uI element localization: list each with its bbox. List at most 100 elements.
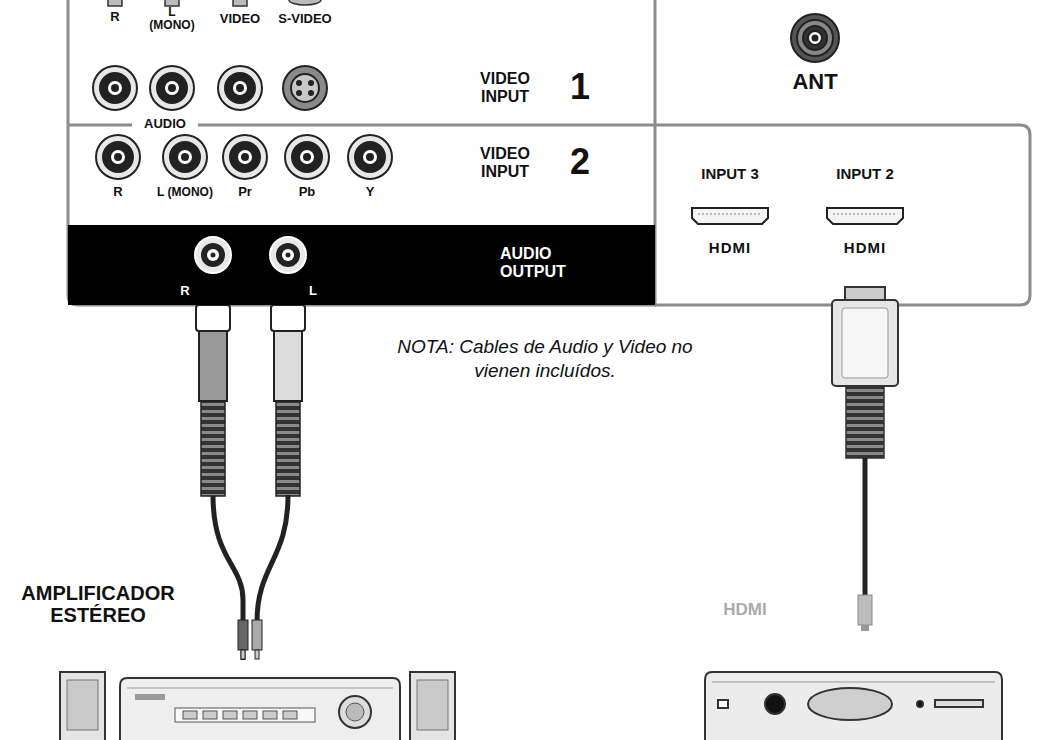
rca-plug [276, 401, 300, 496]
rca-jack [115, 154, 121, 160]
rca-jack [223, 135, 267, 179]
hdmi-cable [861, 625, 869, 631]
set-top-box [718, 700, 728, 708]
input-heading: INPUT 3 [682, 166, 778, 183]
jack-label: R [103, 185, 133, 199]
antenna-jack [791, 14, 839, 62]
rca-plug [199, 331, 227, 401]
hdmi-logo: HDMI [825, 240, 905, 257]
rca-jack [107, 80, 123, 96]
hdmi-cable [832, 287, 898, 631]
stereo-amplifier-drawing [283, 711, 297, 719]
stereo-amplifier-drawing [339, 696, 371, 728]
antenna-jack [808, 31, 822, 45]
plug-stub [108, 0, 122, 6]
set-top-box [712, 682, 995, 683]
audio-output-band-drawing [195, 237, 231, 273]
stereo-amplifier-drawing [60, 672, 105, 740]
input-number: 1 [563, 67, 597, 107]
plug-stub [233, 0, 247, 6]
hdmi-cable [846, 386, 884, 458]
s-video-jack [283, 66, 327, 110]
hdmi-logo: HDMI [690, 240, 770, 257]
audio-cable [257, 495, 288, 622]
set-top-box [765, 694, 785, 714]
rca-jack [299, 149, 315, 165]
stereo-amplifier-drawing [243, 711, 257, 719]
rca-jack [112, 85, 118, 91]
set-top-box [917, 701, 923, 707]
hdmi-cable [858, 595, 872, 625]
rca-jack [100, 73, 130, 103]
hdmi-port-pins [698, 214, 897, 215]
antenna-jack [803, 26, 827, 50]
s-video-jack [309, 91, 313, 95]
input-heading: INPUT 2 [817, 166, 913, 183]
stereo-amplifier-drawing [55, 660, 460, 740]
audio-output-band-drawing [207, 249, 219, 261]
rca-jack [362, 149, 378, 165]
stereo-amplifier-drawing [223, 711, 237, 719]
audio-output-band-drawing [211, 253, 216, 258]
rca-jack [218, 66, 262, 110]
rca-jack [177, 149, 193, 165]
panel-outline [655, 125, 1030, 305]
audio-output-band-drawing [201, 243, 225, 267]
rca-jack [163, 135, 207, 179]
s-video-jack [309, 81, 313, 85]
stereo-amplifier-drawing [120, 678, 400, 740]
panel-outline [68, 0, 1030, 305]
rca-plug [201, 401, 225, 496]
rca-jack [157, 73, 187, 103]
hdmi-port-pins [698, 214, 762, 215]
rca-jack [367, 154, 373, 160]
stereo-amplifier-drawing [175, 708, 315, 722]
hdmi-cable [842, 308, 888, 378]
rca-jack [103, 142, 133, 172]
rca-jack [237, 85, 243, 91]
audio-output-band-drawing [276, 243, 300, 267]
antenna-jack [797, 20, 833, 56]
rca-jack [182, 154, 188, 160]
set-top-box [935, 700, 983, 707]
input-heading: VIDEO INPUT [474, 70, 536, 105]
jack-label: VIDEO [210, 12, 270, 26]
hdmi-cable [863, 458, 868, 596]
rca-plug [196, 305, 230, 331]
small-rca-plug [241, 650, 245, 659]
plug-stub [289, 0, 321, 5]
small-rca-plug [252, 620, 262, 650]
cable-label: HDMI [705, 601, 785, 620]
stereo-amplifier-drawing [135, 694, 165, 700]
rca-jack [292, 142, 322, 172]
stereo-amplifier: AMPLIFICADOR ESTÉREO [55, 660, 460, 740]
rca-jack [230, 142, 260, 172]
small-rca-plug [255, 650, 259, 659]
set-top-box [808, 688, 892, 720]
antenna-label: ANT [780, 70, 850, 94]
small-rca-plug [238, 620, 248, 650]
plug-stub [108, 0, 321, 6]
rca-jack [348, 135, 392, 179]
rca-plug [271, 305, 305, 331]
stereo-amplifier-drawing [346, 703, 364, 721]
audio-output-band-drawing [286, 253, 291, 258]
set-top-box [705, 672, 1002, 740]
stereo-amplifier-drawing [417, 680, 448, 730]
rca-jack [96, 135, 392, 179]
audio-output-band-drawing [270, 237, 306, 273]
input-heading: VIDEO INPUT [474, 145, 536, 180]
audio-output-band-drawing [282, 249, 294, 261]
jack-label: Pb [292, 185, 322, 199]
hdmi-port [692, 208, 768, 224]
note-text: NOTA: Cables de Audio y Video no vienen … [380, 335, 710, 383]
rca-jack [93, 66, 262, 110]
rca-jack [164, 80, 180, 96]
small-rca-plug [238, 620, 262, 659]
audio-output-band-drawing [68, 225, 655, 305]
rca-jack [169, 85, 175, 91]
rca-jack [93, 66, 137, 110]
stereo-amplifier-drawing [203, 711, 217, 719]
jack-label: Pr [230, 185, 260, 199]
